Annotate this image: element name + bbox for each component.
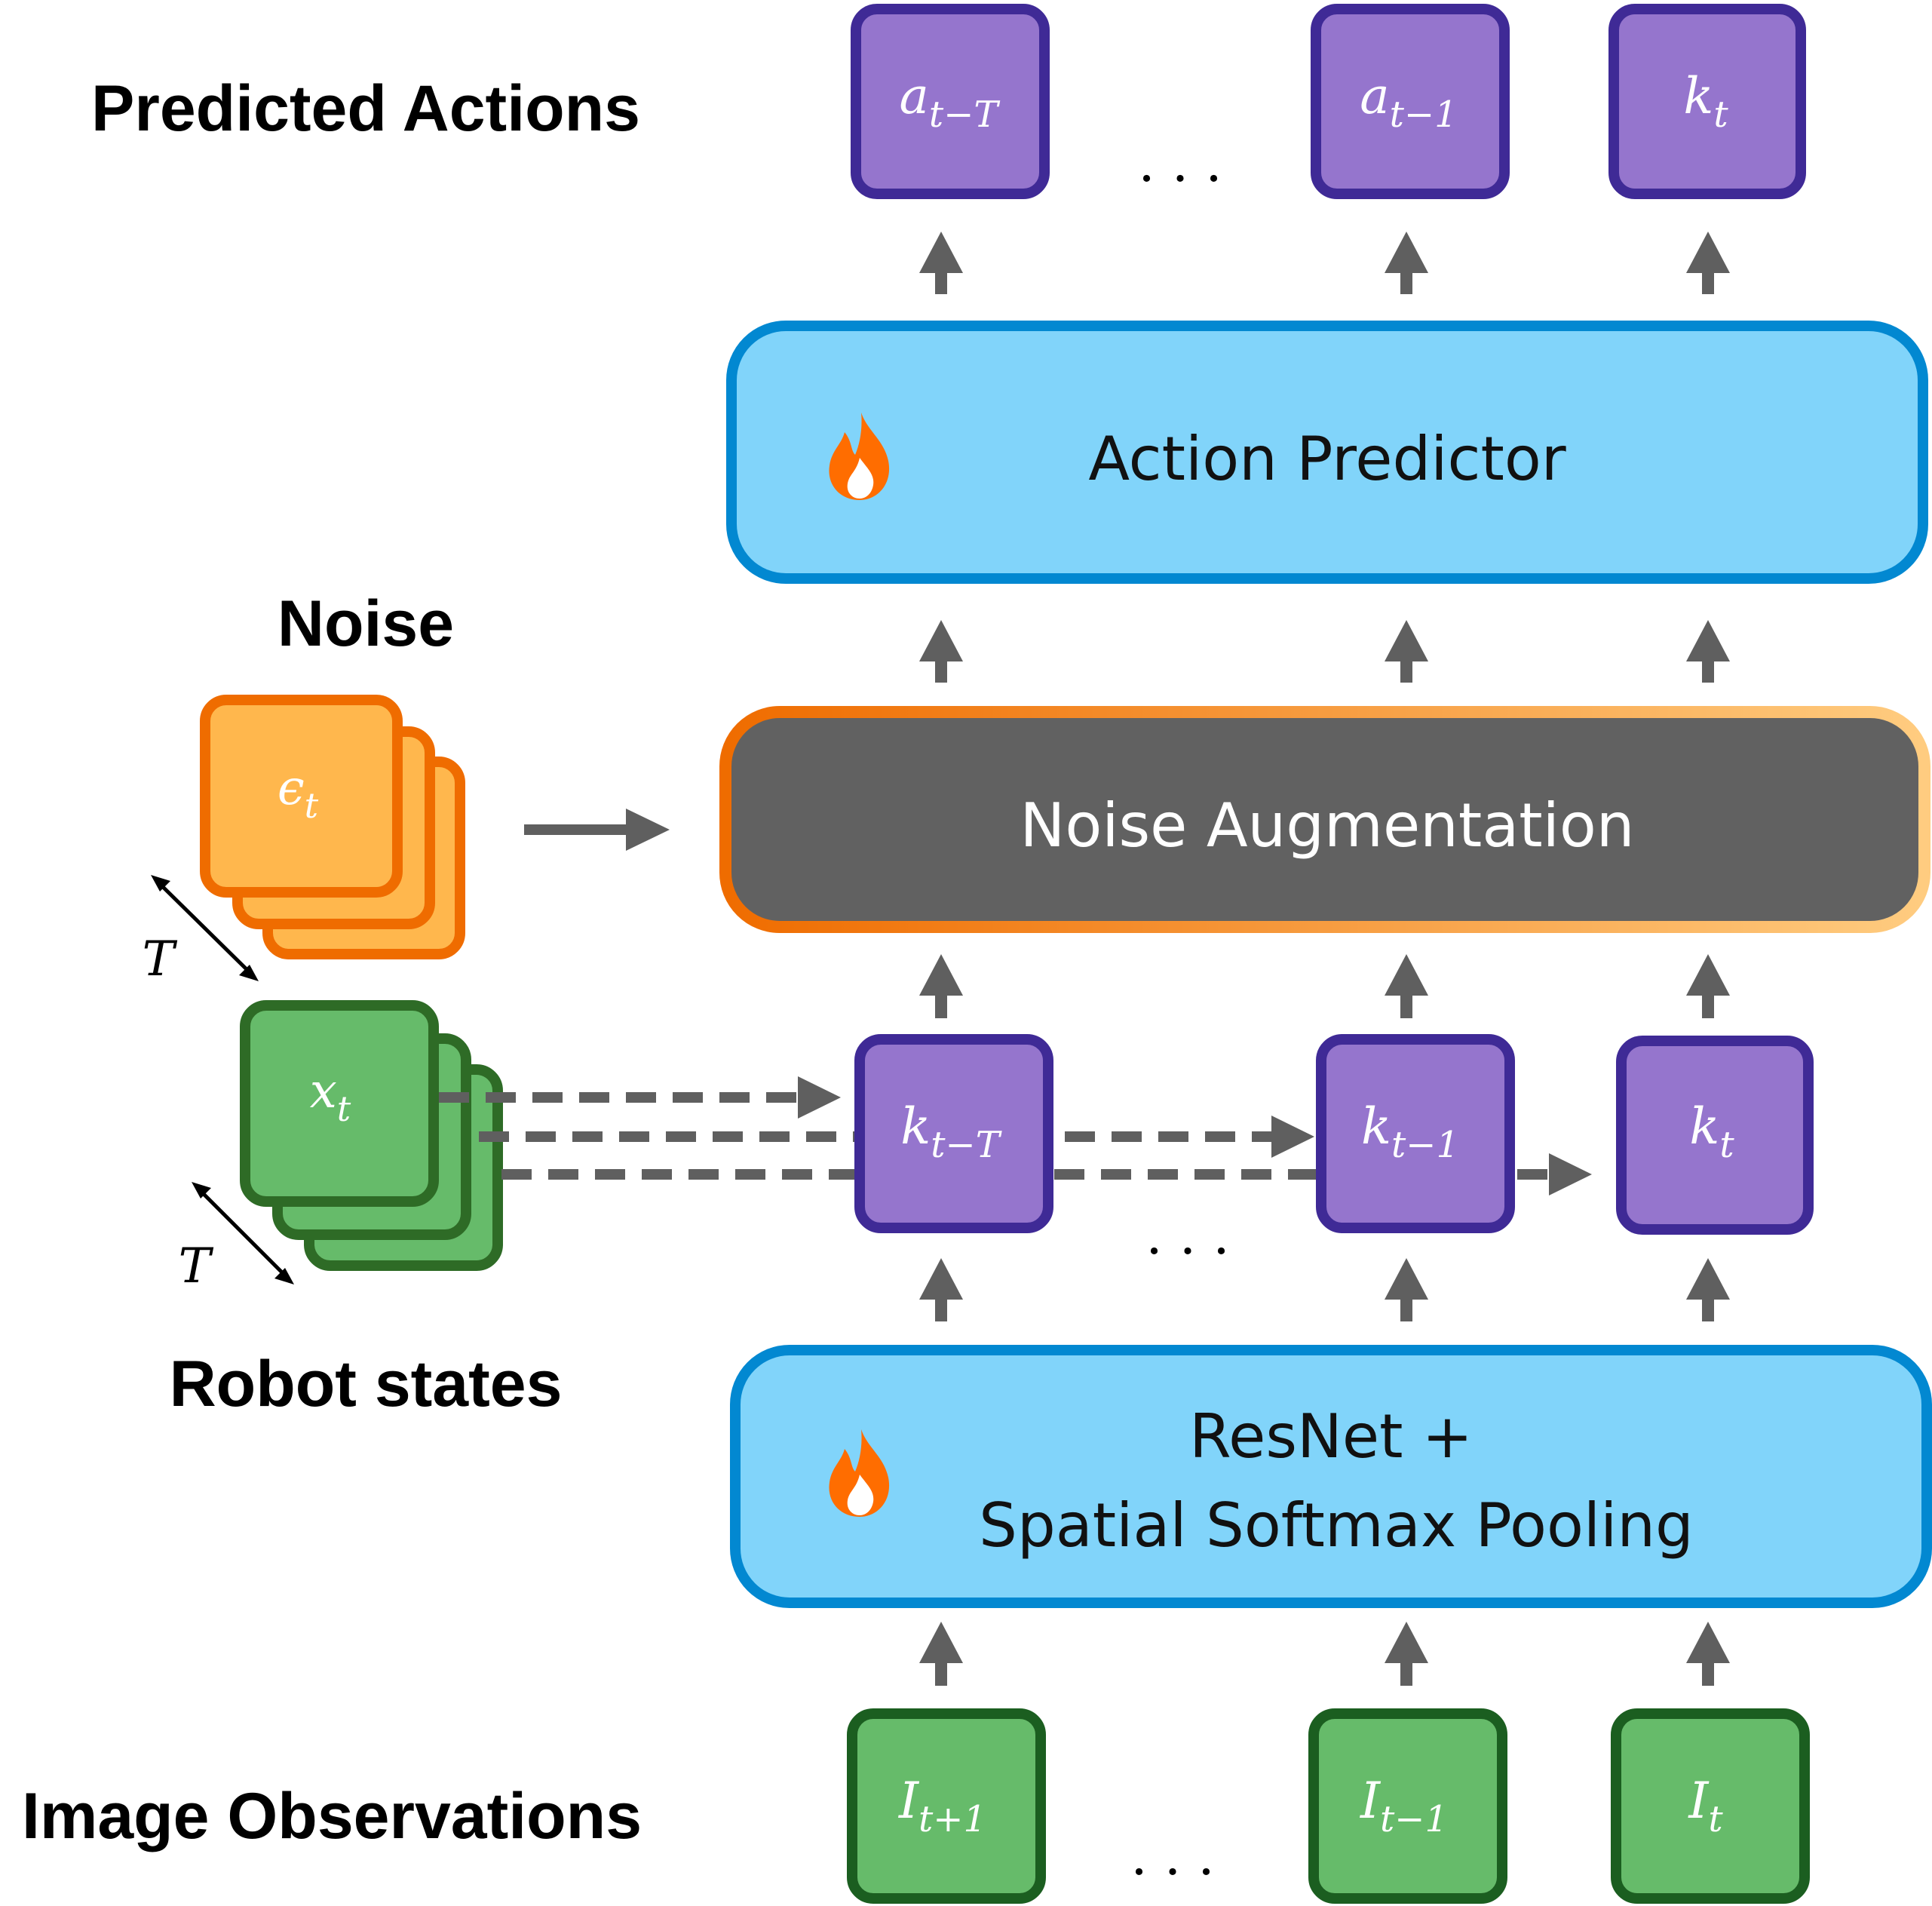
svg-text:It+1: It+1 bbox=[898, 1772, 986, 1840]
up-arrow bbox=[919, 954, 963, 1018]
robot-states-label: Robot states bbox=[170, 1348, 563, 1420]
up-arrow bbox=[919, 232, 963, 294]
noise-depth-label: T bbox=[143, 932, 178, 987]
noise-to-augmentation-arrow bbox=[524, 809, 670, 851]
image-token-I-t-minus-1: It−1 bbox=[1308, 1708, 1507, 1904]
image-ellipsis: . . . bbox=[1130, 1825, 1214, 1887]
noise-augmentation-block: Noise Augmentation bbox=[719, 706, 1930, 933]
resnet-label-line2: Spatial Softmax Pooling bbox=[979, 1490, 1694, 1561]
image-token-I-t-plus-1: It+1 bbox=[847, 1708, 1046, 1904]
dashed-arrowheads bbox=[798, 1076, 1592, 1195]
noise-token: ϵt bbox=[278, 760, 319, 826]
predicted-actions-label: Predicted Actions bbox=[91, 72, 640, 145]
up-arrow bbox=[1385, 1258, 1428, 1321]
keypoint-token-k-t: kt bbox=[1616, 1036, 1814, 1235]
up-arrow bbox=[919, 620, 963, 683]
noise-label: Noise bbox=[278, 588, 454, 660]
up-arrow bbox=[1686, 1622, 1730, 1686]
keypoint-token-k-t-minus-T: kt−T bbox=[854, 1034, 1053, 1233]
up-arrow bbox=[1385, 1622, 1428, 1686]
keypoint-ellipsis: . . . bbox=[1145, 1205, 1229, 1266]
svg-text:It−1: It−1 bbox=[1360, 1772, 1448, 1840]
noise-augmentation-label: Noise Augmentation bbox=[1020, 790, 1634, 861]
svg-text:It: It bbox=[1688, 1772, 1723, 1840]
action-predictor-block: Action Predictor bbox=[726, 321, 1928, 584]
svg-text:kt−T: kt−T bbox=[900, 1097, 1002, 1166]
up-arrow bbox=[1385, 954, 1428, 1018]
action-token-k-t: kt bbox=[1608, 4, 1806, 199]
svg-text:kt−1: kt−1 bbox=[1361, 1097, 1459, 1166]
resnet-block: ResNet + Spatial Softmax Pooling bbox=[730, 1345, 1932, 1608]
up-arrow bbox=[919, 1258, 963, 1321]
flow-arrows bbox=[919, 232, 1730, 1686]
up-arrow bbox=[1385, 620, 1428, 683]
keypoint-token-k-t-minus-1: kt−1 bbox=[1316, 1034, 1515, 1233]
action-token-a-t-minus-1: at−1 bbox=[1311, 4, 1510, 199]
action-predictor-label: Action Predictor bbox=[1088, 424, 1566, 494]
svg-text:kt: kt bbox=[1689, 1097, 1734, 1166]
noise-depth-arrow: T bbox=[143, 875, 259, 987]
image-observations-label: Image Observations bbox=[22, 1780, 642, 1852]
up-arrow bbox=[919, 1622, 963, 1686]
state-to-keypoint-arrows bbox=[439, 1092, 1552, 1180]
noise-stack: ϵt bbox=[200, 695, 465, 959]
up-arrow bbox=[1686, 620, 1730, 683]
image-token-I-t: It bbox=[1611, 1708, 1810, 1904]
up-arrow bbox=[1385, 232, 1428, 294]
up-arrow bbox=[1686, 232, 1730, 294]
resnet-label-line1: ResNet + bbox=[1189, 1401, 1473, 1472]
state-depth-label: T bbox=[179, 1238, 214, 1294]
svg-text:at−1: at−1 bbox=[1360, 67, 1457, 136]
up-arrow bbox=[1686, 1258, 1730, 1321]
action-token-a-t-minus-T: at−T bbox=[851, 4, 1050, 199]
svg-text:kt: kt bbox=[1683, 67, 1728, 136]
action-ellipsis: . . . bbox=[1138, 132, 1222, 194]
robot-state-stack: xt bbox=[240, 1000, 503, 1271]
svg-text:at−T: at−T bbox=[900, 67, 1001, 136]
state-depth-arrow: T bbox=[179, 1182, 294, 1294]
up-arrow bbox=[1686, 954, 1730, 1018]
state-token: xt bbox=[310, 1063, 351, 1129]
